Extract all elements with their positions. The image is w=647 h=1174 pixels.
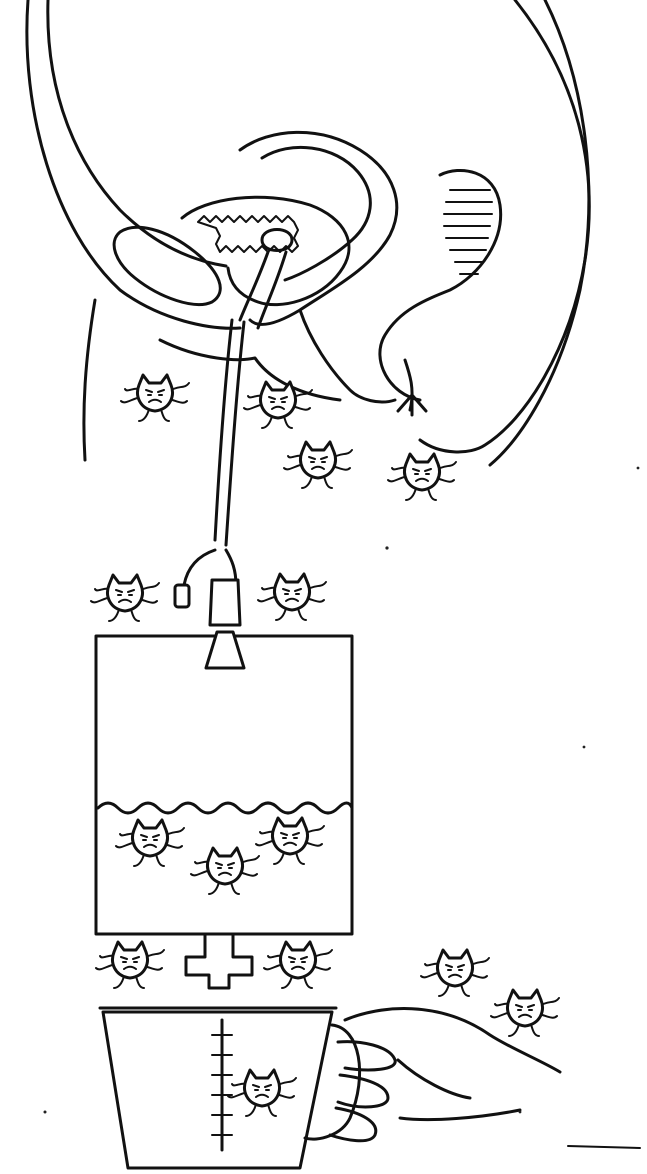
germ — [244, 382, 312, 428]
symphysis-bone — [114, 227, 220, 304]
germs — [91, 375, 559, 1116]
bag-outline — [96, 636, 352, 934]
wrist — [398, 1060, 520, 1120]
germ — [121, 375, 189, 421]
urethra-wall — [240, 252, 286, 328]
hand-fingers — [330, 1042, 395, 1141]
perineum-skin — [160, 340, 340, 400]
buttock-outline — [490, 0, 589, 465]
bladder-outer — [182, 197, 349, 304]
catheter-balloon — [262, 230, 292, 251]
drainage-bag — [96, 632, 352, 988]
body-outline-abdomen — [27, 0, 240, 328]
scan-specks — [44, 467, 641, 1148]
scan-line — [568, 1146, 640, 1148]
anus-lines — [398, 360, 426, 415]
germ — [491, 990, 559, 1036]
uterus-inner — [262, 147, 370, 280]
germ — [191, 848, 259, 894]
germ — [91, 575, 159, 621]
germ — [228, 1070, 296, 1116]
hand — [330, 1009, 560, 1141]
germ — [284, 442, 352, 488]
germ — [258, 574, 326, 620]
graduation-marks — [212, 1020, 232, 1150]
germ — [264, 942, 332, 988]
tube-connector — [210, 580, 240, 625]
drain-spout — [186, 934, 252, 988]
measuring-cup — [100, 1008, 360, 1168]
urine-surface — [98, 803, 352, 813]
germ — [96, 942, 164, 988]
pelvic-anatomy — [27, 0, 589, 465]
catheter-tube — [175, 320, 244, 625]
thigh-outline-left — [84, 300, 95, 460]
sampling-port — [175, 585, 189, 607]
germ — [256, 818, 324, 864]
bladder-inner-lining — [198, 216, 298, 252]
germ — [388, 454, 456, 500]
germ — [421, 950, 489, 996]
germ — [116, 820, 184, 866]
uterus-outer — [240, 132, 397, 324]
